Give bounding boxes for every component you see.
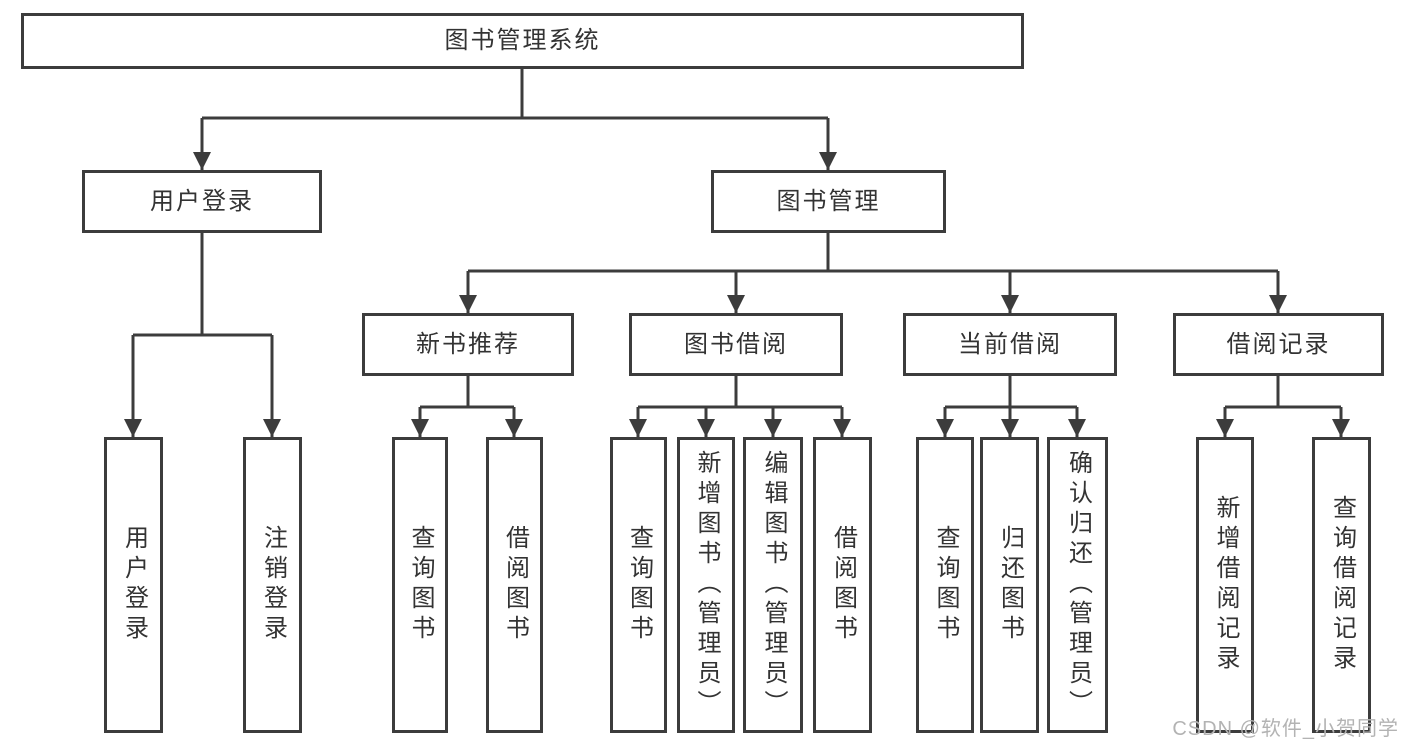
leaf-add-borrow-record: 新增借阅记录 [1196, 437, 1254, 733]
leaf-user-login: 用户登录 [104, 437, 163, 733]
leaf-edit-books-admin-label: 编辑图书（管理员） [760, 450, 787, 720]
leaf-borrow-books-recommend: 借阅图书 [486, 437, 543, 733]
leaf-logout-label: 注销登录 [259, 525, 287, 645]
leaf-query-books-current-label: 查询图书 [932, 525, 959, 645]
leaf-confirm-return-admin: 确认归还（管理员） [1047, 437, 1108, 733]
leaf-query-books-borrowing: 查询图书 [610, 437, 667, 733]
leaf-add-books-admin: 新增图书（管理员） [677, 437, 735, 733]
leaf-query-books-recommend-label: 查询图书 [407, 525, 434, 645]
leaf-add-borrow-record-label: 新增借阅记录 [1212, 495, 1239, 675]
node-user-login-label: 用户登录 [150, 187, 254, 215]
leaf-query-borrow-record-label: 查询借阅记录 [1328, 495, 1356, 675]
leaf-return-books: 归还图书 [980, 437, 1039, 733]
node-book-borrowing-label: 图书借阅 [684, 330, 788, 358]
leaf-edit-books-admin: 编辑图书（管理员） [743, 437, 803, 733]
csdn-watermark: CSDN @软件_小贺同学 [1172, 718, 1399, 740]
node-user-login: 用户登录 [82, 170, 322, 233]
node-root-label: 图书管理系统 [444, 27, 601, 54]
leaf-user-login-label: 用户登录 [120, 525, 148, 645]
leaf-query-borrow-record: 查询借阅记录 [1312, 437, 1371, 733]
node-book-management-label: 图书管理 [776, 187, 881, 215]
node-new-book-recommend: 新书推荐 [362, 313, 574, 376]
node-current-borrowing: 当前借阅 [903, 313, 1117, 376]
leaf-borrow-books-recommend-label: 借阅图书 [501, 525, 529, 645]
node-new-book-recommend-label: 新书推荐 [416, 330, 520, 358]
node-borrow-records-label: 借阅记录 [1226, 330, 1331, 358]
node-root: 图书管理系统 [21, 13, 1024, 69]
leaf-query-books-borrowing-label: 查询图书 [625, 525, 653, 645]
node-book-management: 图书管理 [711, 170, 946, 233]
node-borrow-records: 借阅记录 [1173, 313, 1384, 376]
leaf-confirm-return-admin-label: 确认归还（管理员） [1064, 450, 1092, 720]
node-book-borrowing: 图书借阅 [629, 313, 843, 376]
leaf-borrow-books-label: 借阅图书 [829, 525, 857, 645]
leaf-add-books-admin-label: 新增图书（管理员） [693, 450, 720, 720]
leaf-logout: 注销登录 [243, 437, 302, 733]
leaf-query-books-current: 查询图书 [916, 437, 974, 733]
leaf-query-books-recommend: 查询图书 [392, 437, 448, 733]
node-current-borrowing-label: 当前借阅 [958, 330, 1062, 358]
leaf-borrow-books: 借阅图书 [813, 437, 872, 733]
leaf-return-books-label: 归还图书 [996, 525, 1024, 645]
